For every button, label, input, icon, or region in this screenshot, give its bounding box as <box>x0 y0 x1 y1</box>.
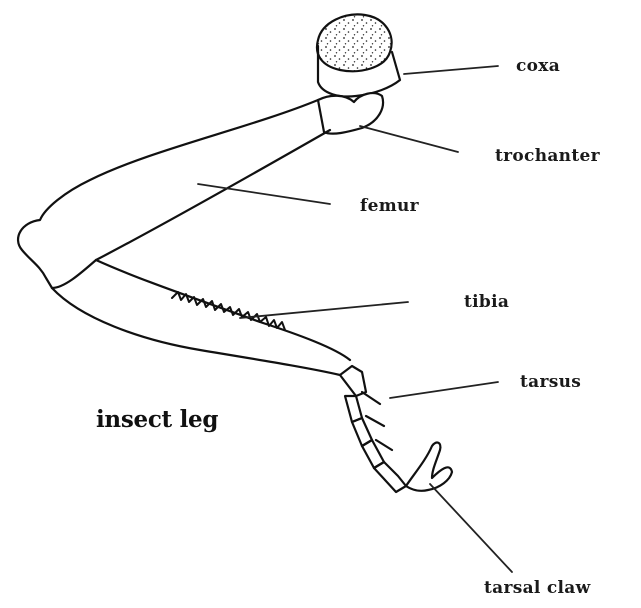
label-tibia: tibia <box>464 292 509 312</box>
tarsal-claw <box>406 443 452 491</box>
label-trochanter: trochanter <box>495 146 600 166</box>
tibia-leader-line <box>240 302 408 318</box>
tarsus-leader-line <box>390 382 498 398</box>
label-coxa: coxa <box>516 56 560 76</box>
label-femur: femur <box>360 196 419 216</box>
trochanter-segment <box>318 93 383 134</box>
tarsus-segments <box>340 366 406 492</box>
trochanter-leader-line <box>360 126 458 152</box>
label-tarsal-claw: tarsal claw <box>484 578 591 598</box>
femur-segment <box>18 100 330 288</box>
coxa-leader-line <box>404 66 498 74</box>
coxa-segment <box>317 14 400 96</box>
tibia-segment <box>52 260 350 375</box>
tarsal-claw-leader-line <box>430 484 512 572</box>
diagram-title: insect leg <box>96 406 218 433</box>
label-tarsus: tarsus <box>520 372 581 392</box>
